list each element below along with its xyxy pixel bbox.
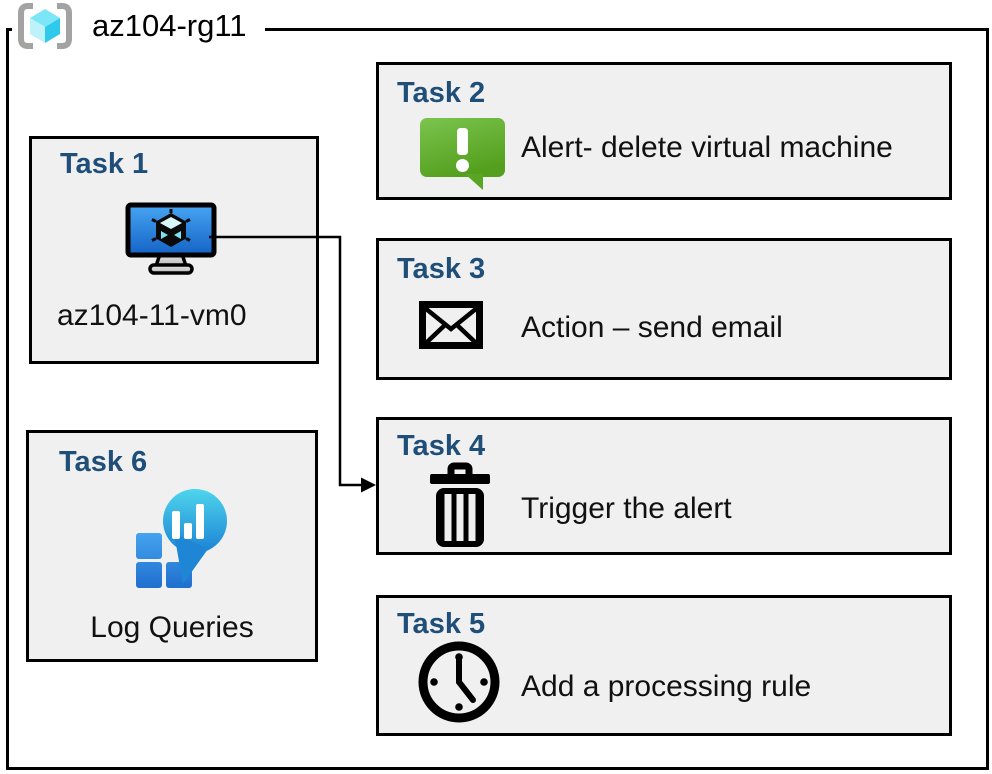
task4-label: Trigger the alert (521, 492, 732, 525)
task1-label: az104-11-vm0 (57, 299, 247, 332)
resource-group-header: az104-rg11 (12, 1, 265, 51)
virtual-machine-icon (125, 202, 217, 280)
resource-group-name: az104-rg11 (92, 8, 247, 43)
task5-heading: Task 5 (397, 608, 486, 640)
task5-label: Add a processing rule (521, 670, 812, 703)
task2-heading: Task 2 (397, 77, 486, 109)
task4-heading: Task 4 (397, 430, 486, 462)
task1-heading: Task 1 (60, 148, 149, 180)
task3-heading: Task 3 (397, 253, 486, 285)
task2-label: Alert- delete virtual machine (521, 131, 893, 164)
task6-heading: Task 6 (59, 446, 148, 478)
email-icon (419, 301, 483, 349)
resource-group-icon (14, 2, 76, 50)
task2-box: Task 2 Alert- delete virtual machine (376, 62, 952, 200)
task3-label: Action – send email (521, 311, 783, 344)
log-queries-icon (136, 489, 228, 588)
trash-icon (427, 462, 493, 552)
alert-icon (419, 117, 507, 193)
task3-box: Task 3 Action – send email (376, 238, 952, 380)
task1-box: Task 1 (29, 136, 319, 364)
task6-box: Task 6 Log Queries (26, 430, 318, 662)
task5-box: Task 5 Add a processing rule (376, 595, 952, 736)
task4-box: Task 4 Trigger the alert (376, 417, 952, 555)
clock-icon (415, 638, 503, 726)
task6-label: Log Queries (90, 611, 254, 644)
